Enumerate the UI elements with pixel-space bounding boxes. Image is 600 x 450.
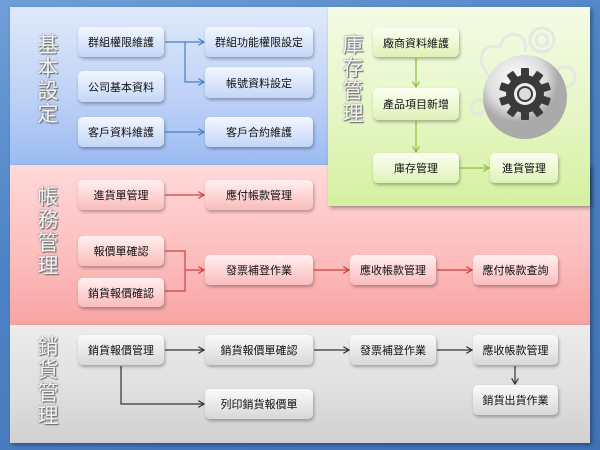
gear-icon xyxy=(470,26,577,139)
sales-invoice-entry-box[interactable]: 發票補登作業 xyxy=(350,335,436,365)
accounts-receivable-box[interactable]: 應收帳款管理 xyxy=(350,255,436,285)
company-info-box[interactable]: 公司基本資料 xyxy=(78,71,164,102)
basic-settings-title: 基本設定 xyxy=(37,33,59,126)
purchase-order-box[interactable]: 進貨單管理 xyxy=(78,180,164,210)
sales-title: 銷貨管理 xyxy=(37,335,59,428)
sales-quote-sheet-confirm-box[interactable]: 銷貨報價單確認 xyxy=(205,335,313,365)
invoice-entry-box[interactable]: 發票補登作業 xyxy=(205,255,313,285)
inventory-management-box[interactable]: 庫存管理 xyxy=(373,153,459,183)
vendor-info-box[interactable]: 廠商資料維護 xyxy=(373,28,459,57)
accounting-title: 帳務管理 xyxy=(37,185,59,278)
payable-query-box[interactable]: 應付帳款查詢 xyxy=(473,255,558,285)
customer-info-box[interactable]: 客戶資料維護 xyxy=(78,117,164,147)
account-settings-box[interactable]: 帳號資料設定 xyxy=(205,67,313,98)
accounts-payable-box[interactable]: 應付帳款管理 xyxy=(205,180,313,210)
sales-quote-management-box[interactable]: 銷貨報價管理 xyxy=(78,335,164,365)
sales-receivable-box[interactable]: 應收帳款管理 xyxy=(473,335,558,365)
print-quote-box[interactable]: 列印銷貨報價單 xyxy=(205,389,313,419)
sales-quote-confirm-box[interactable]: 銷貨報價確認 xyxy=(78,278,164,307)
quote-confirm-box[interactable]: 報價單確認 xyxy=(78,236,164,266)
inventory-title: 庫存管理 xyxy=(342,33,364,126)
customer-contract-box[interactable]: 客戶合約維護 xyxy=(205,117,313,147)
add-product-box[interactable]: 產品項目新增 xyxy=(373,88,459,120)
group-permission-box[interactable]: 群組權限維護 xyxy=(78,27,164,57)
purchase-management-box[interactable]: 進貨管理 xyxy=(490,153,558,183)
shipment-box[interactable]: 銷貨出貨作業 xyxy=(473,385,558,415)
group-function-permission-box[interactable]: 群組功能權限設定 xyxy=(205,27,313,57)
